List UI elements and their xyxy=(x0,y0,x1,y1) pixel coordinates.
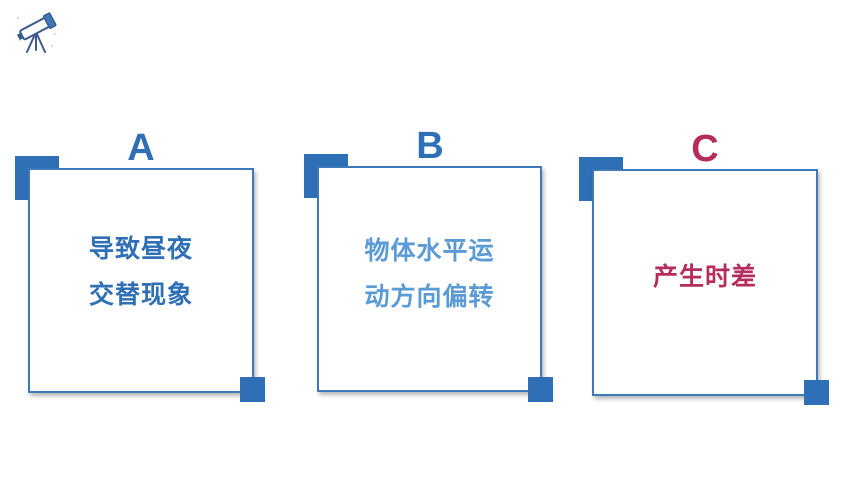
option-b-letter: B xyxy=(416,125,444,167)
option-c-card[interactable]: 产生时差 xyxy=(579,157,831,407)
option-a-letter: A xyxy=(127,127,155,169)
option-b-line-1: 物体水平运 xyxy=(364,236,495,265)
option-a-text: 导致昼夜 交替现象 xyxy=(30,226,252,318)
option-c-letter: C xyxy=(691,128,719,170)
card-corner-bottom-right xyxy=(240,377,265,402)
card-corner-bottom-right xyxy=(528,377,553,402)
option-b-card[interactable]: 物体水平运 动方向偏转 xyxy=(304,154,555,404)
option-a-line-1: 导致昼夜 xyxy=(88,234,193,263)
option-a-card[interactable]: 导致昼夜 交替现象 xyxy=(15,156,267,404)
option-c-line-1: 产生时差 xyxy=(652,262,757,291)
card-frame: 产生时差 xyxy=(592,169,818,396)
option-a-line-2: 交替现象 xyxy=(88,280,193,309)
option-b-text: 物体水平运 动方向偏转 xyxy=(319,228,540,320)
telescope-icon xyxy=(16,12,57,53)
card-frame: 物体水平运 动方向偏转 xyxy=(317,166,542,392)
card-frame: 导致昼夜 交替现象 xyxy=(28,168,254,393)
option-c-text: 产生时差 xyxy=(594,254,816,300)
option-b-line-2: 动方向偏转 xyxy=(364,282,495,311)
card-corner-bottom-right xyxy=(804,380,829,405)
